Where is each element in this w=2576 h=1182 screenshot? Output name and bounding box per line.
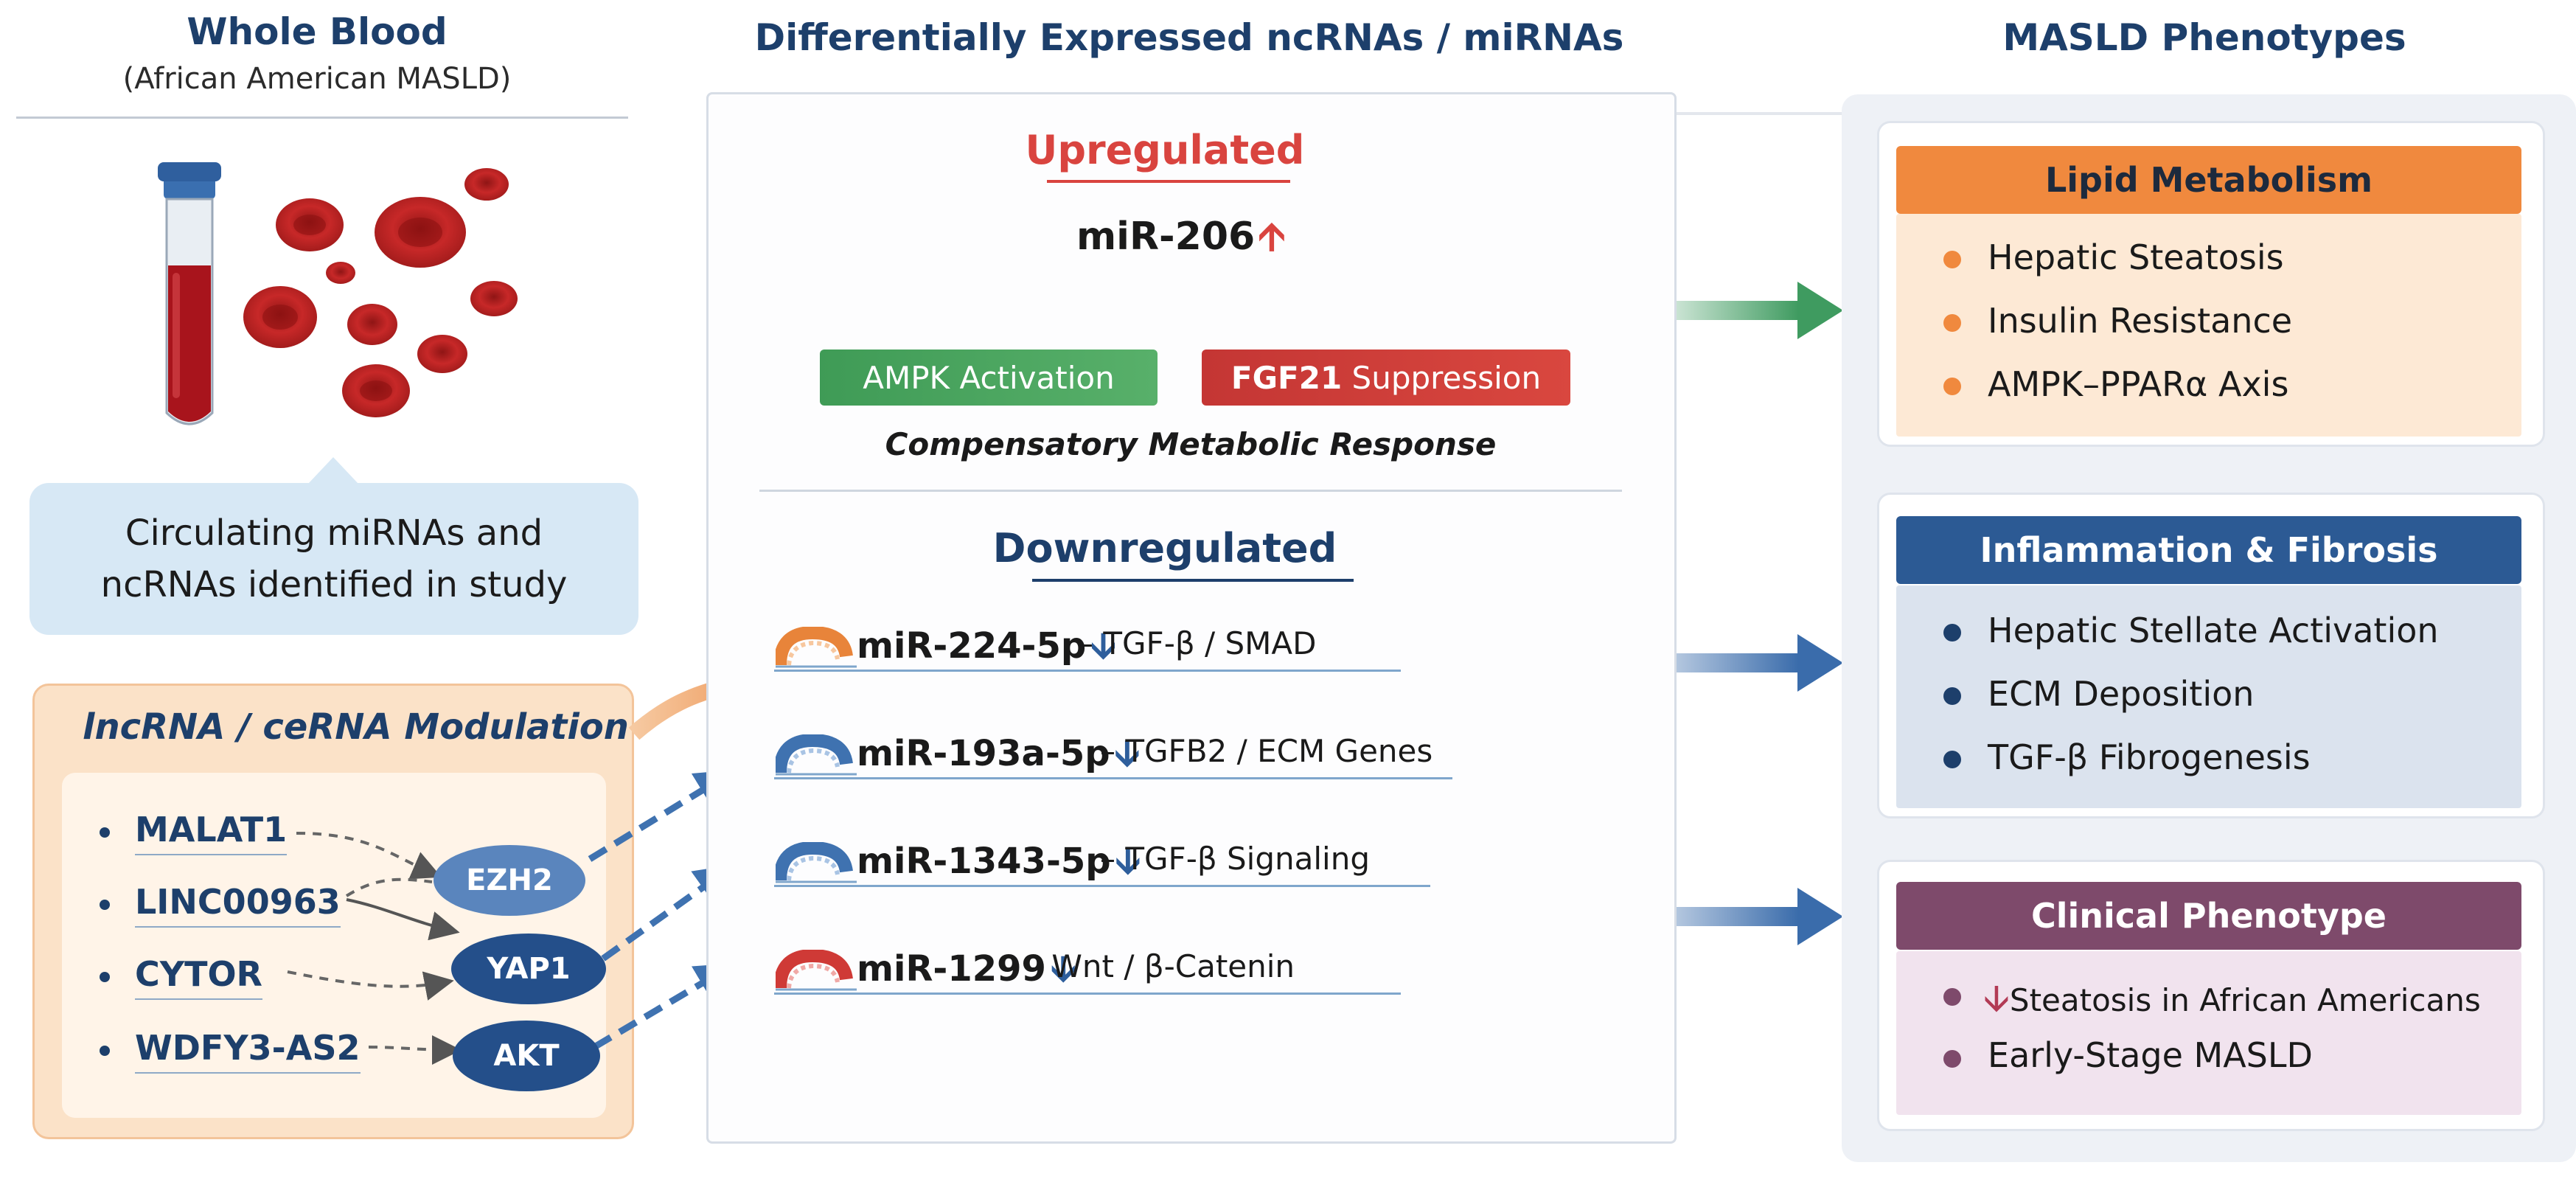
phenotype-item: Hepatic Steatosis (1988, 237, 2284, 277)
fgf21-suppression-pill: FGF21 Suppression (1202, 350, 1570, 406)
gene-linc00963: LINC00963 (100, 882, 341, 928)
bullet-dot (1943, 251, 1961, 268)
red-blood-cell-icon (243, 168, 518, 417)
bullet-dot (1943, 687, 1961, 705)
compensatory-response-label: Compensatory Metabolic Response (885, 426, 1497, 462)
phenotype-item: Early-Stage MASLD (1988, 1035, 2313, 1075)
hub-yap1: YAP1 (451, 934, 606, 1004)
mirna-name: miR-224-5p🡫 (857, 625, 1116, 667)
gene-malat1: MALAT1 (100, 810, 288, 855)
bullet-dot (1943, 751, 1961, 768)
circulating-rna-callout: Circulating miRNAs and ncRNAs identified… (29, 483, 638, 635)
blood-sample-illustration (158, 162, 518, 425)
mirna-underline (774, 992, 1401, 995)
mirna-hairpin-icon (776, 842, 857, 883)
callout-line-1: Circulating miRNAs and (125, 512, 543, 554)
down-arrow-icon: 🡫 (1050, 948, 1076, 990)
callout-line-2: ncRNAs identified in study (100, 564, 568, 605)
mirna-row: miR-1299🡫 – Wnt / β-Catenin (767, 944, 1401, 1003)
inflammation-fibrosis-heading: Inflammation & Fibrosis (1896, 516, 2521, 584)
card-body (1896, 585, 2521, 808)
down-arrow-icon: 🡫 (1983, 977, 2010, 1020)
mirna-name: miR-1299🡫 (857, 948, 1076, 990)
middle-title: Differentially Expressed ncRNAs / miRNAs (754, 16, 1624, 59)
mirna-hairpin-icon (776, 734, 857, 776)
mirna-name: miR-193a-5p🡫 (857, 733, 1141, 774)
mirna-underline (774, 777, 1452, 779)
down-arrow-icon: 🡫 (1090, 625, 1116, 667)
whole-blood-subtitle: (African American MASLD) (122, 62, 512, 96)
clinical-phenotype-heading: Clinical Phenotype (1896, 882, 2521, 950)
mirna-hairpin-icon (776, 627, 857, 668)
gene-cytor: CYTOR (100, 954, 262, 1000)
left-divider (16, 117, 628, 119)
mirna-hairpin-icon (776, 950, 857, 991)
phenotype-item: ECM Deposition (1988, 674, 2255, 714)
mirna-target: – TGFB2 / ECM Genes (1100, 733, 1433, 769)
mirna-target: – TGF-β Signaling (1100, 841, 1370, 877)
lipid-metabolism-heading: Lipid Metabolism (1896, 146, 2521, 214)
right-title: MASLD Phenotypes (2002, 16, 2406, 59)
whole-blood-title: Whole Blood (187, 10, 448, 53)
phenotype-item: 🡫Steatosis in African Americans (1983, 977, 2481, 1020)
callout-tail (308, 457, 358, 484)
ampk-activation-pill: AMPK Activation (820, 350, 1158, 406)
mirna-target: – TGF-β / SMAD (1078, 625, 1317, 661)
hub-ezh2: EZH2 (434, 845, 585, 916)
phenotype-item: Hepatic Stellate Activation (1988, 611, 2439, 650)
mirna-name: miR-1343-5p🡫 (857, 841, 1141, 882)
upregulated-underline (1047, 180, 1290, 183)
bullet-dot (1943, 988, 1961, 1006)
blood-tube-icon (158, 162, 221, 425)
mirna-underline (774, 885, 1430, 887)
bullet-dot (1943, 1050, 1961, 1068)
card-body (1896, 951, 2521, 1115)
mirna-row: miR-224-5p🡫 – TGF-β / SMAD (767, 621, 1401, 680)
phenotype-item: Insulin Resistance (1988, 301, 2293, 341)
mirna-row: miR-193a-5p🡫 – TGFB2 / ECM Genes (767, 729, 1452, 788)
middle-panel (706, 92, 1677, 1144)
downregulated-underline (1032, 579, 1354, 582)
bullet-dot (1943, 624, 1961, 642)
up-arrow-icon: 🡩 (1258, 215, 1286, 259)
downregulated-heading: Downregulated (992, 525, 1337, 571)
gene-wdfy3-as2: WDFY3-AS2 (100, 1028, 361, 1074)
down-arrow-icon: 🡫 (1115, 841, 1141, 882)
upregulated-heading: Upregulated (1025, 127, 1305, 173)
mirna-target: – Wnt / β-Catenin (1026, 948, 1295, 984)
bullet-dot (1943, 378, 1961, 395)
down-arrow-icon: 🡫 (1114, 733, 1141, 774)
card-body (1896, 214, 2521, 437)
mirna-row: miR-1343-5p🡫 – TGF-β Signaling (767, 836, 1430, 895)
bullet-dot (1943, 314, 1961, 332)
phenotype-item: TGF-β Fibrogenesis (1988, 737, 2311, 777)
middle-divider (759, 490, 1622, 492)
lncrna-title: lncRNA / ceRNA Modulation (83, 706, 629, 748)
mir-206-label: miR-206🡩 (1076, 215, 1286, 259)
mirna-underline (774, 670, 1401, 672)
phenotype-item: AMPK–PPARα Axis (1988, 364, 2289, 404)
hub-akt: AKT (453, 1021, 600, 1091)
